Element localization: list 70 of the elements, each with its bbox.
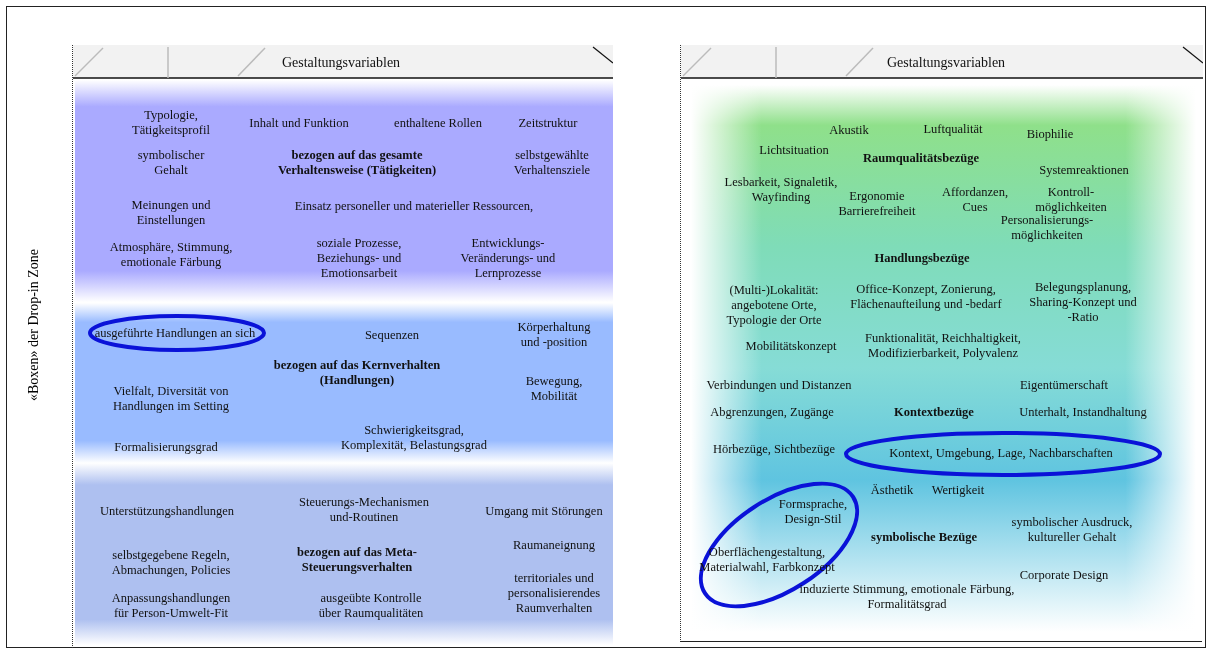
variable-label: Akustik <box>828 122 870 138</box>
variable-label: Luftqualität <box>922 121 984 137</box>
variable-label: Funktionalität, Reichhaltigkeit, Modifizierbarkeit, Polyvalenz <box>864 331 1022 361</box>
variable-label: Formalisierungsgrad <box>113 439 219 455</box>
panel <box>72 45 612 648</box>
category-heading: bezogen auf das Meta- Steuerungsverhalten <box>296 545 418 575</box>
category-heading: Kontextbezüge <box>893 404 975 420</box>
variable-label: Systemreaktionen <box>1038 162 1130 178</box>
variable-label: Ästhetik <box>869 482 915 498</box>
colored-band <box>75 463 613 645</box>
variable-label: Hörbezüge, Sichtbezüge <box>711 441 837 457</box>
variable-label: (Multi-)Lokalität: angebotene Orte, Typologie der Orte <box>725 282 823 328</box>
highlight-ellipse <box>87 313 267 353</box>
variable-label: Unterstützungshandlungen <box>99 503 235 519</box>
variable-label: Lesbarkeit, Signaletik, Wayfinding <box>723 175 839 205</box>
variable-label: Steuerungs-Mechanismen und-Routinen <box>298 495 430 525</box>
variable-label: Personalisierungs- möglichkeiten <box>999 213 1094 243</box>
variable-label: Formsprache, Design-Stil <box>777 497 849 527</box>
variable-label: selbstgewählte Verhaltensziele <box>512 148 592 178</box>
variable-label: symbolischer Ausdruck, kultureller Gehalt <box>1010 515 1134 545</box>
panel-title: Gestaltungsvariablen <box>280 54 402 70</box>
variable-label: Typologie, Tätigkeitsprofil <box>131 108 211 138</box>
variable-label: Kontroll- möglichkeiten <box>1034 185 1108 215</box>
variable-label: Atmosphäre, Stimmung, emotionale Färbung <box>108 240 234 270</box>
variable-label: Office-Konzept, Zonierung, Flächenaufteilung und -bedarf <box>849 282 1003 312</box>
side-label: «Boxen» der Drop-in Zone <box>26 248 42 403</box>
variable-label: symbolischer Gehalt <box>136 148 206 178</box>
variable-label: Abgrenzungen, Zugänge <box>709 404 835 420</box>
variable-label: territoriales und personalisierendes Raumverhalten <box>506 570 602 616</box>
variable-label: Bewegung, Mobilität <box>524 374 584 404</box>
variable-label: ausgeübte Kontrolle über Raumqualitäten <box>317 591 425 621</box>
variable-label: Verbindungen und Distanzen <box>705 377 853 393</box>
variable-label: Wertigkeit <box>930 482 986 498</box>
variable-label: Affordanzen, Cues <box>940 185 1010 215</box>
variable-label: Anpassungshandlungen für Person-Umwelt-Fit <box>110 591 232 621</box>
variable-label: selbstgegebene Regeln, Abmachungen, Policies <box>110 548 232 578</box>
variable-label: enthaltene Rollen <box>393 115 483 131</box>
variable-label: Ergonomie Barrierefreiheit <box>837 189 917 219</box>
variable-label: Entwicklungs- Veränderungs- und Lernprozesse <box>459 235 557 281</box>
variable-label: soziale Prozesse, Beziehungs- und Emotionsarbeit <box>315 235 403 281</box>
category-heading: symbolische Bezüge <box>870 529 978 545</box>
variable-label: Mobilitätskonzept <box>744 338 838 354</box>
variable-label: Körperhaltung und -position <box>516 320 592 350</box>
colored-band <box>75 303 613 463</box>
variable-label: Unterhalt, Instandhaltung <box>1018 404 1148 420</box>
panel <box>680 45 1202 642</box>
variable-label: Biophilie <box>1025 126 1075 142</box>
colored-band <box>75 80 613 302</box>
highlight-ellipse <box>843 430 1163 478</box>
variable-label: Inhalt und Funktion <box>248 115 350 131</box>
variable-label: Eigentümerschaft <box>1018 377 1110 393</box>
variable-label: Kontext, Umgebung, Lage, Nachbarschaften <box>888 445 1114 461</box>
variable-label: Zeitstruktur <box>517 115 579 131</box>
category-heading: bezogen auf das gesamte Verhaltensweise (Tätigkeiten) <box>276 148 438 178</box>
variable-label: Belegungsplanung, Sharing-Konzept und -Ratio <box>1028 279 1138 325</box>
variable-label: Vielfalt, Diversität von Handlungen im Setting <box>112 384 230 414</box>
variable-label: Umgang mit Störungen <box>484 503 604 519</box>
variable-label: Meinungen und Einstellungen <box>130 198 212 228</box>
variable-label: ausgeführte Handlungen an sich <box>93 325 257 341</box>
category-heading: Handlungsbezüge <box>873 250 971 266</box>
variable-label: induzierte Stimmung, emotionale Färbung, Formalitätsgrad <box>798 582 1016 612</box>
category-heading: bezogen auf das Kernverhalten (Handlungen) <box>272 358 442 388</box>
variable-label: Einsatz personeller und materieller Ressourcen, <box>293 198 535 214</box>
variable-label: Schwierigkeitsgrad, Komplexität, Belastungsgrad <box>340 423 488 453</box>
panel-title: Gestaltungsvariablen <box>885 54 1007 70</box>
variable-label: Sequenzen <box>363 327 421 343</box>
category-heading: Raumqualitätsbezüge <box>862 150 980 166</box>
variable-label: Raumaneignung <box>512 537 596 553</box>
variable-label: Corporate Design <box>1018 567 1110 583</box>
variable-label: Lichtsituation <box>758 142 830 158</box>
